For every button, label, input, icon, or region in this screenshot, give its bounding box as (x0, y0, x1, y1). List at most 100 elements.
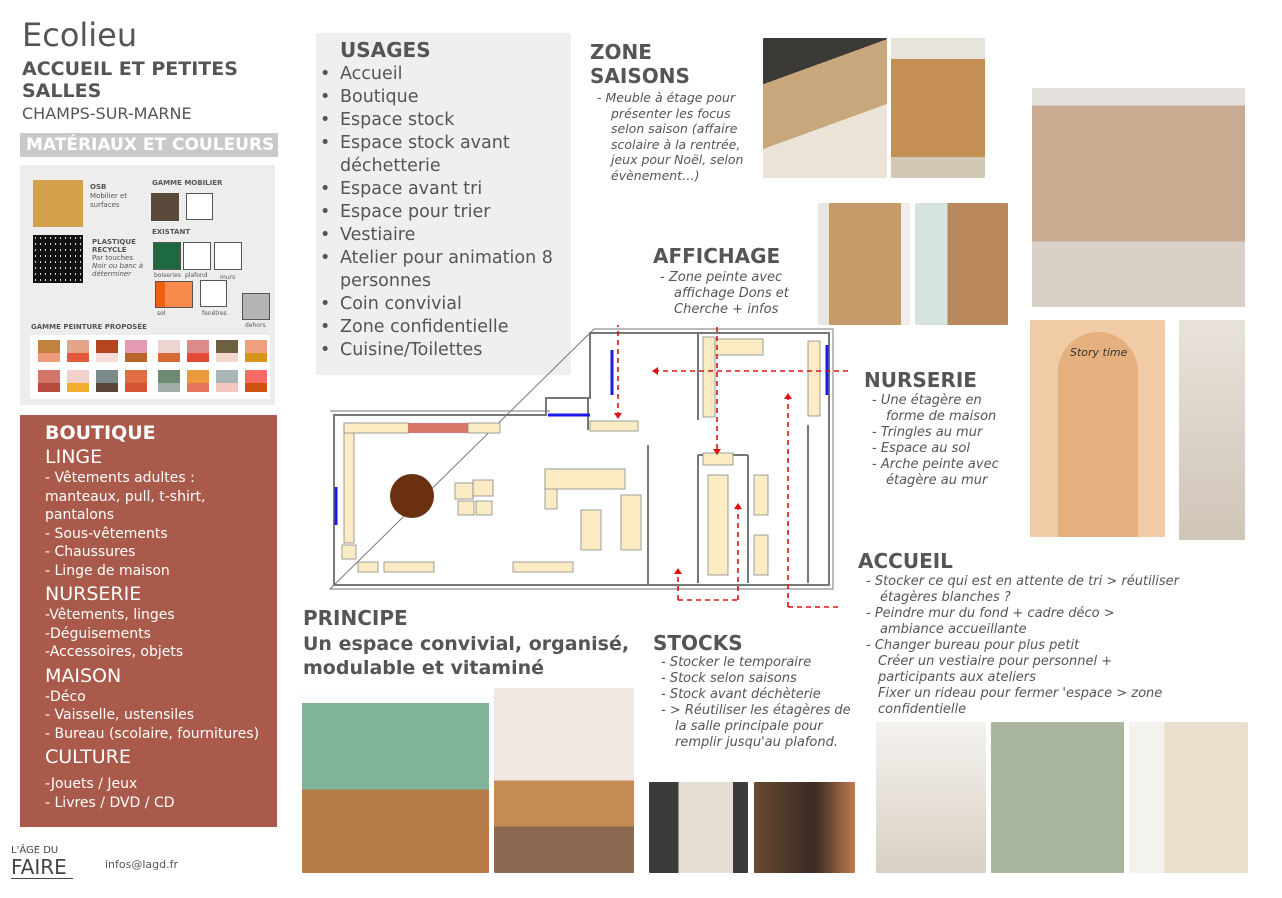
photo-card-display (891, 38, 985, 178)
photo-curtain (1129, 722, 1248, 873)
plastic-note: Noir ou banc à déterminer (92, 262, 144, 278)
paint-swatch (38, 370, 60, 392)
swatch-fenetres (200, 280, 227, 307)
boutique-title: BOUTIQUE (45, 422, 156, 444)
boutique-item: - Bureau (scolaire, fournitures) (45, 725, 260, 742)
accueil-title: ACCUEIL (858, 549, 953, 573)
email: infos@lagd.fr (105, 858, 179, 871)
materials-panel: OSB Mobilier et surfaces PLASTIQUE RECYC… (20, 165, 275, 405)
paint-swatch (245, 370, 267, 392)
photo-pinboard-wall (915, 203, 1008, 325)
paint-swatch (216, 340, 238, 362)
boutique-item: - Vaisselle, ustensiles (45, 707, 195, 723)
stocks-item: - Stock selon saisons (661, 671, 797, 686)
subtitle: ACCUEIL ET PETITES SALLES (22, 58, 238, 102)
paint-swatch (96, 370, 118, 392)
swatch-boiseries (153, 242, 181, 270)
accueil-item: - Changer bureau pour plus petit (866, 638, 1080, 653)
photo-principe-1 (302, 688, 489, 873)
paint-swatch (245, 340, 267, 362)
usage-item: •Vestiaire (320, 225, 416, 245)
existant-label: EXISTANT (152, 228, 191, 236)
affichage-title: AFFICHAGE (653, 244, 781, 268)
osb-title: OSB (90, 183, 107, 191)
photo-corkboard (818, 203, 910, 325)
usage-item: •Espace pour trier (320, 202, 491, 222)
label-fenetres: fenêtres (202, 310, 227, 317)
boutique-section-title: NURSERIE (45, 583, 142, 605)
photo-house-shelf (1179, 320, 1245, 540)
logo-bottom: FAIRE (11, 856, 73, 879)
photo-white-shelves (876, 722, 986, 873)
accueil-item: - Peindre mur du fond + cadre déco > amb… (866, 606, 1115, 637)
stocks-item: - Stock avant déchèterie (661, 687, 821, 702)
page-title: Ecolieu (22, 16, 138, 54)
story-time-text: Story time (1070, 346, 1128, 359)
affichage-text: - Zone peinte avec affichage Dons et Che… (660, 270, 789, 317)
usage-item: •Boutique (320, 87, 419, 107)
plastic-swatch (33, 235, 83, 283)
usage-item: •Accueil (320, 64, 403, 84)
city: CHAMPS-SUR-MARNE (22, 104, 192, 123)
paint-swatch (125, 340, 147, 362)
photo-frames-wall (991, 722, 1124, 873)
photo-story-arch: Story time (1030, 320, 1165, 537)
usages-title: USAGES (340, 38, 431, 62)
logo: L'ÂGE DU FAIRE (11, 845, 73, 879)
swatch-dehors (242, 293, 270, 320)
paint-swatch (216, 370, 238, 392)
stocks-item: - > Réutiliser les étagères de la salle … (661, 703, 851, 750)
paint-swatch (38, 340, 60, 362)
usage-item: •Espace stock avant déchetterie (320, 133, 510, 176)
paint-palette (30, 335, 270, 399)
usage-item: •Cuisine/Toilettes (320, 340, 483, 360)
nurserie-item: - Arche peinte avec étagère au mur (872, 457, 999, 488)
photo-stock-cabinet (649, 782, 748, 873)
usage-item: •Espace stock (320, 110, 455, 130)
label-murs: murs (220, 274, 236, 281)
usage-item: •Zone confidentielle (320, 317, 509, 337)
paint-swatch (187, 340, 209, 362)
principe-title: PRINCIPE (303, 606, 408, 630)
boutique-item: - Livres / DVD / CD (45, 794, 175, 811)
label-boiseries: boiseries (154, 272, 181, 279)
materials-bar: MATÉRIAUX ET COULEURS (20, 133, 278, 157)
usage-item: •Atelier pour animation 8 personnes (320, 248, 553, 291)
stocks-title: STOCKS (653, 631, 743, 655)
paint-swatch (158, 340, 180, 362)
swatch-plafond (183, 242, 211, 270)
label-plafond: plafond (185, 272, 208, 279)
boutique-section-title: MAISON (45, 664, 122, 687)
plastic-title: PLASTIQUE RECYCLÉ (92, 238, 136, 254)
photo-seasonal-shelf (763, 38, 887, 178)
paint-swatch (67, 340, 89, 362)
boutique-item: - Chaussures (45, 544, 136, 560)
paint-swatch (125, 370, 147, 392)
label-sol: sol (157, 310, 166, 317)
plastic-desc: Par touches (92, 254, 134, 262)
boutique-section-title: CULTURE (45, 746, 131, 768)
gamme-mobilier-label: GAMME MOBILIER (152, 179, 223, 187)
boutique-item: -Accessoires, objets (45, 644, 184, 660)
boutique-item: - Vêtements adultes : manteaux, pull, t-… (45, 470, 206, 523)
boutique-item: - Sous-vêtements (45, 525, 168, 542)
stocks-item: - Stocker le temporaire (661, 655, 812, 670)
osb-desc: Mobilier et surfaces (90, 192, 128, 209)
zone-saisons-text: - Meuble à étage pour présenter les focu… (597, 90, 744, 183)
paint-swatch (187, 370, 209, 392)
nurserie-item: - Espace au sol (872, 441, 970, 456)
peinture-label: GAMME PEINTURE PROPOSÉE (31, 323, 147, 331)
paint-swatch (96, 340, 118, 362)
usage-item: •Espace avant tri (320, 179, 483, 199)
photo-stock-shelf (754, 782, 855, 873)
mobilier-swatch-white (186, 193, 213, 220)
osb-swatch (33, 180, 83, 227)
principe-subtitle: Un espace convivial, organisé, modulable… (303, 633, 630, 679)
nurserie-item: - Une étagère en forme de maison (872, 393, 997, 424)
accueil-extra: Créer un vestiaire pour personnel + part… (878, 654, 1113, 685)
boutique-item: -Jouets / Jeux (45, 776, 138, 792)
boutique-item: -Déguisements (45, 625, 151, 642)
accueil-item: - Stocker ce qui est en attente de tri >… (866, 574, 1180, 605)
boutique-section-title: LINGE (45, 446, 103, 468)
